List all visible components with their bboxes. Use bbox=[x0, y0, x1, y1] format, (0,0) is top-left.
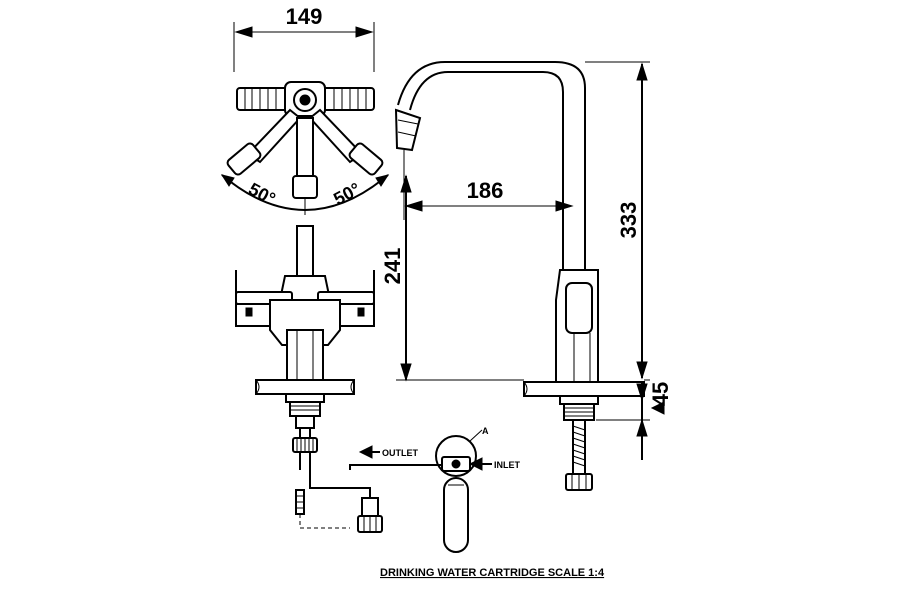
dim-overall-height: 333 bbox=[616, 202, 641, 239]
detail-label: A bbox=[482, 426, 489, 436]
dim-below-deck: 45 bbox=[648, 382, 673, 406]
inlet-label: INLET bbox=[494, 460, 521, 470]
dim-top-width: 149 bbox=[286, 4, 323, 29]
outlet-arrow-icon bbox=[358, 445, 373, 459]
dim-spout-height: 241 bbox=[380, 248, 405, 285]
cartridge-caption: DRINKING WATER CARTRIDGE SCALE 1:4 bbox=[380, 567, 605, 579]
dim-reach: 186 bbox=[467, 178, 504, 203]
front-view bbox=[235, 225, 432, 533]
side-view: 186 241 333 45 bbox=[380, 61, 673, 491]
cartridge-detail: OUTLET A INLET DRINKING WATER CARTRIDGE … bbox=[358, 426, 605, 579]
top-view: 149 50° 50° bbox=[220, 4, 390, 215]
outlet-label: OUTLET bbox=[382, 448, 418, 458]
